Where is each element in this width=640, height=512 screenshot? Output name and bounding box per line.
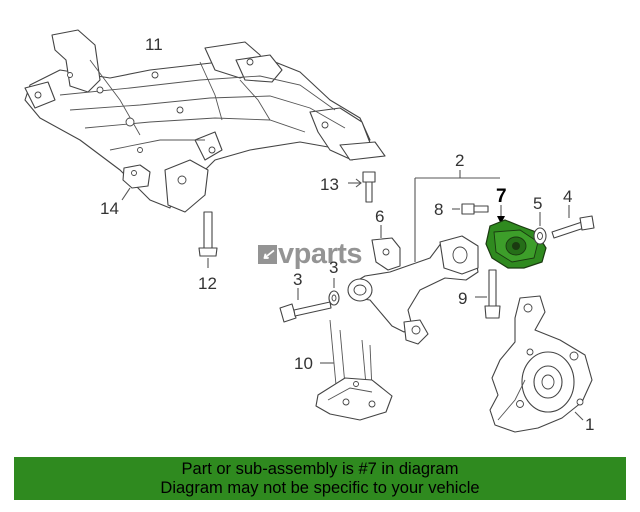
bolt-part-12	[198, 211, 218, 268]
bolt-part-9	[475, 269, 501, 319]
vparts-logo-icon: ↙	[258, 245, 277, 264]
bolt-part-3	[279, 278, 340, 323]
callout-12: 12	[198, 274, 217, 293]
parts-diagram: 11 2 7 5 4 13 8 6 14 3 3 12 9 10 1	[24, 29, 595, 434]
bolt-part-8	[452, 203, 489, 215]
banner-line-2: Diagram may not be specific to your vehi…	[160, 479, 480, 497]
callout-2: 2	[455, 151, 464, 170]
callout-1: 1	[585, 415, 594, 434]
callout-3b: 3	[329, 258, 338, 277]
washer-part-5	[533, 212, 547, 245]
callout-4: 4	[563, 187, 572, 206]
bolt-part-13	[348, 171, 376, 203]
callout-5: 5	[533, 194, 542, 213]
bolt-part-4	[551, 205, 595, 239]
banner-line-1: Part or sub-assembly is #7 in diagram	[181, 460, 459, 478]
knuckle-part-1	[489, 295, 593, 433]
bracket-part-10	[315, 319, 393, 421]
control-arm-part-2	[347, 170, 500, 345]
callout-8: 8	[434, 200, 443, 219]
callout-11: 11	[145, 35, 163, 54]
watermark-text: vparts	[278, 238, 363, 270]
callout-9: 9	[458, 289, 467, 308]
bracket-part-6	[371, 225, 401, 271]
callout-10: 10	[294, 354, 313, 373]
subframe-drawing	[24, 29, 386, 213]
callout-14: 14	[100, 199, 119, 218]
callout-6: 6	[375, 207, 384, 226]
callout-3: 3	[293, 270, 302, 289]
bracket-part-14	[121, 164, 151, 201]
callout-7: 7	[496, 186, 507, 207]
info-banner: Part or sub-assembly is #7 in diagram Di…	[14, 457, 626, 500]
bushing-part-7-highlighted	[485, 205, 547, 269]
vparts-watermark: ↙vparts	[258, 238, 363, 271]
callout-13: 13	[320, 175, 339, 194]
